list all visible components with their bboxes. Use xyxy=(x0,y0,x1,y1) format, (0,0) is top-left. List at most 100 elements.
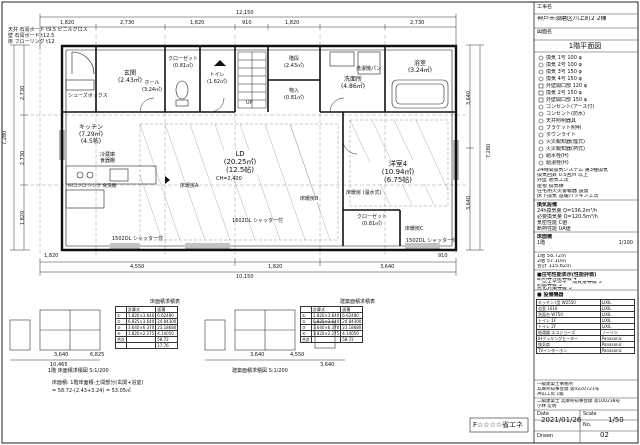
dim-top-3: 1,820 xyxy=(190,20,205,26)
legend-item: 外壁開口部 120 φ xyxy=(546,83,588,89)
calc-line-1: 床面積: 1階床面積-土間部分(玄関+浴室) xyxy=(52,380,144,386)
keyplan-dim-1: 3,640 xyxy=(54,352,69,358)
room-closet-2-name: クローゼット xyxy=(356,214,387,220)
window-info-row: 断熱性能 UA値 xyxy=(537,226,571,232)
legend-item: ダウンライト xyxy=(546,132,577,138)
dim-top-5: 1,820 xyxy=(285,20,300,26)
legend-item: 火災報知器(熱式) xyxy=(546,146,585,152)
ld-hatching xyxy=(139,123,339,241)
room-closet-1: クローゼット (0.81㎡) xyxy=(166,56,200,70)
table-cell: 3.640×6.370 xyxy=(310,324,342,331)
dim-right-2: 3,640 xyxy=(466,195,473,211)
table-cell: 6.825×3.640 xyxy=(310,318,342,325)
title-block-frame xyxy=(533,1,639,444)
room-kitchen: キッチン (7.29㎡) (4.5帖) xyxy=(66,124,116,145)
keyplan-caption-2: 建築面積求積図 S:1/200 xyxy=(232,368,288,374)
keyplan-caption-1: 1階 床面積求積図 S:1/200 xyxy=(48,368,109,374)
note-stairs-up: UP xyxy=(246,100,253,106)
fixtures-heading: ■ 設備機器 xyxy=(537,292,564,298)
legend-item: コンセント(防水) xyxy=(546,111,585,117)
drawing-label: 図面名 xyxy=(537,29,553,35)
area-table-1-title: 床面積求積表 xyxy=(150,299,181,305)
toilet xyxy=(175,80,189,107)
table-row: 17.76 xyxy=(115,342,179,349)
keyplan-dim-4: 3,640 xyxy=(250,352,265,358)
dim-bottom-2: 1,820 xyxy=(268,264,283,270)
room-closet-1-name: クローゼット xyxy=(167,56,198,62)
legend-note: 床下換気 基礎パッキン工法 xyxy=(537,194,599,200)
table-cell: 6.825×3.640 xyxy=(125,318,157,325)
office-line2: 兵庫県知事登録 第02Z0721号 xyxy=(537,387,600,392)
dim-right-total: 7,280 xyxy=(486,143,493,159)
room-senmen-name: 洗面所 xyxy=(343,76,362,83)
legend-item: 換気 1号 100 φ xyxy=(546,55,582,61)
dimension-lines xyxy=(10,14,484,276)
legend-item: コンセント(アース付) xyxy=(546,104,595,110)
table-cell: Panasonic xyxy=(599,347,636,354)
window-info-row: 気密性能 C値 xyxy=(537,220,568,226)
note-kitchen-eq: IHコンロ シンク 食洗機 xyxy=(68,184,117,189)
legend-note: 住宅用火災警報器 設置 xyxy=(537,188,589,194)
office-line3: 神山工房 1級 xyxy=(537,392,564,397)
room-yoshitsu-area: (10.94㎡) xyxy=(381,168,415,176)
floor-heat-b: 床暖房B xyxy=(300,196,319,202)
room-ld-area: (20.25㎡) xyxy=(223,158,257,166)
architect-line: 二級建築士 兵庫県知事登録 第100238号 xyxy=(537,399,621,404)
room-yoshitsu-sub: (6.75帖) xyxy=(383,176,413,184)
room-storage-name: 物入 xyxy=(288,88,299,94)
doors xyxy=(139,97,358,155)
stairs xyxy=(237,51,267,109)
keyplan-dim-5: 4,550 xyxy=(290,352,305,358)
room-area-heading: 床面積 xyxy=(537,234,553,240)
bathtub xyxy=(391,79,449,109)
keyplan-dim-6: 3,640 xyxy=(320,362,335,368)
project-name: 神戸市須磨区川上町2 2棟 xyxy=(537,16,607,22)
room-ld-name: LD xyxy=(235,150,245,158)
room-storage-area: (0.81㎡) xyxy=(283,95,305,101)
project-label: 工事名 xyxy=(537,4,553,10)
room-storage: 物入 (0.81㎡) xyxy=(270,88,318,102)
table-cell: 58.72 xyxy=(340,336,364,343)
room-area-row: 1階 58.72㎡ xyxy=(537,254,567,259)
dim-left-1: 2,730 xyxy=(20,85,27,101)
legend-item: 換気 2号 150 φ xyxy=(546,90,582,96)
note-top-left-3: 床 フローリング t12 xyxy=(8,39,55,45)
table-cell: 17.76 xyxy=(155,342,179,349)
dim-bottom-1: 4,550 xyxy=(130,264,145,270)
table-cell: 23.18680 xyxy=(155,324,179,331)
dim-top-2: 2,730 xyxy=(120,20,135,26)
calc-line-2: = 58.72-(2.43+3.24) = 53.05㎡ xyxy=(52,388,131,394)
wash-basin xyxy=(329,51,355,67)
legend-notes: 24時間換気システム 第3種換気換気回数 0.5回/h 以上外壁 通気工法屋根 … xyxy=(537,168,633,199)
room-hall-area: (3.24㎡) xyxy=(141,87,163,93)
table-cell: 1.820×3.640 xyxy=(310,312,342,319)
date-value: 2021/01/26 xyxy=(541,416,582,424)
legend-symbols xyxy=(538,55,544,166)
dim-total-top: 12,150 xyxy=(236,10,254,16)
dim-top-4: 910 xyxy=(242,20,252,26)
no-label: No. xyxy=(583,422,592,428)
room-area-head-right: 1/100 xyxy=(618,240,633,246)
drawn-label: Drawn xyxy=(537,433,554,439)
room-genkan-name: 玄関 xyxy=(123,70,136,77)
scale-value: 1/50 xyxy=(608,416,624,424)
room-toilet-area: (1.62㎡) xyxy=(206,79,228,85)
stamp-box xyxy=(469,417,529,433)
legend-item: 外壁開口部 150 φ xyxy=(546,97,588,103)
table-cell: 24.84300 xyxy=(155,318,179,325)
keyplan-dim-2: 6,825 xyxy=(90,352,105,358)
dim-left-3: 1,820 xyxy=(20,210,27,226)
room-bath-area: (3.24㎡) xyxy=(407,67,433,74)
room-hall: ホール (3.24㎡) xyxy=(140,80,164,94)
spec-row: 一次エネルギー消費量等級 5 xyxy=(537,281,602,284)
legend-note: 24時間換気システム 第3種換気 xyxy=(537,168,608,173)
room-bath: 浴室 (3.24㎡) xyxy=(388,60,452,74)
room-yoshitsu: 洋室4 (10.94㎡) (6.75帖) xyxy=(370,160,426,184)
table-cell xyxy=(125,342,157,349)
windows xyxy=(59,130,459,249)
